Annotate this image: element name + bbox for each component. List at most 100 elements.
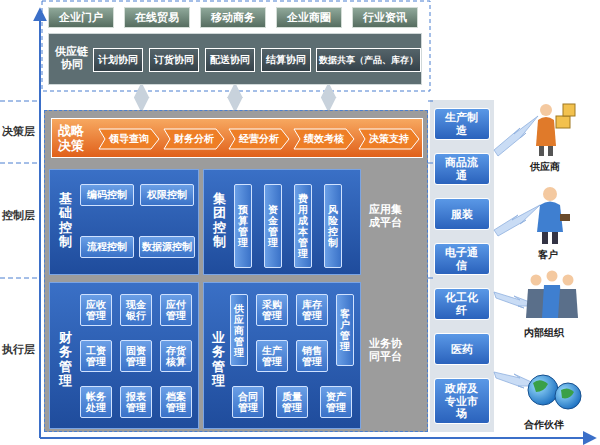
module-panel: 业务管理供应商管理采购管理库存管理客户管理生产管理销售管理合同管理质量管理资产管… [203,282,361,429]
party-label: 供应商 [530,160,560,174]
function-box: 资产管理 [320,386,352,418]
node-label: 配送协同 [210,54,250,67]
party-label: 内部组织 [524,326,564,340]
node-label: 供应商管理 [234,303,244,358]
process-box: 数据共享（产品、库存） [316,48,421,72]
function-box: 合同管理 [232,386,264,418]
column-ground [430,100,494,432]
double-arrow [233,87,237,108]
node-label: 费用成本管理 [298,193,308,259]
top-button: 企业商圈 [276,7,342,28]
chevron-step: 决策支持 [358,128,420,150]
node-label: 客户管理 [340,308,350,352]
frame [42,1,430,91]
function-box: 客户管理 [336,294,354,366]
node-label: 权限控制 [147,188,187,202]
node-label: 质量管理 [282,391,303,414]
node-label: 结算协同 [266,54,306,67]
platform-panel: 应用集成平台业务协同平台战略决策领导查询财务分析经营分析绩效考核决策支持基础控制… [44,110,428,432]
node-label: 服装 [441,208,484,221]
chevron-step: 领导查询 [98,128,160,150]
node-label: 应用集成平台 [369,203,403,229]
function-box: 预算管理 [234,184,252,268]
function-box: 权限控制 [140,184,194,206]
node-label: 移动商务 [211,10,255,25]
function-box: 采购管理 [256,294,288,326]
node-label: 帐务处理 [86,391,107,414]
node-label: 应收管理 [86,299,107,322]
industry-box: 商品流通 [434,153,490,185]
node-label: 采购管理 [262,299,283,322]
module-panel: 财务管理应收管理现金银行应付管理工资管理固资管理存货核算帐务处理报表管理档案管理 [49,282,199,429]
node-label: 政府及专业市场 [441,382,484,420]
industry-box: 电子通信 [434,243,490,275]
node-label: 订货协同 [154,54,194,67]
node-label: 计划协同 [98,54,138,67]
node-label: 财务分析 [174,132,214,146]
chevron-step: 绩效考核 [293,128,355,150]
top-button: 企业门户 [48,7,114,28]
function-box: 编码控制 [80,184,134,206]
node-label: 领导查询 [109,132,149,146]
process-box: 计划协同 [93,48,143,72]
industry-box: 化工化纤 [434,288,490,320]
node-label: 供应链协同 [55,45,89,71]
node-label: 化工化纤 [441,291,484,316]
function-box: 数据源控制 [139,236,195,258]
node-label: 风险控制 [328,204,338,248]
node-label: 财务管理 [59,331,72,388]
node-label: 现金银行 [126,299,147,322]
function-box: 生产管理 [256,340,288,372]
node-label: 生产制造 [441,111,484,136]
function-box: 工资管理 [80,340,112,372]
node-label: 销售管理 [302,345,323,368]
layer-label: 执行层 [2,342,35,357]
process-box: 结算协同 [261,48,311,72]
top-button: 行业资讯 [352,7,418,28]
node-label: 存货核算 [166,345,187,368]
function-box: 库存管理 [296,294,328,326]
node-label: 固资管理 [126,345,147,368]
supplier-icon [536,104,575,156]
industry-box: 生产制造 [434,108,490,140]
node-label: 集团控制 [213,192,226,249]
decision-band: 战略决策领导查询财务分析经营分析绩效考核决策支持 [51,118,423,158]
node-label: 预算管理 [238,204,248,248]
node-label: 经营分析 [239,132,279,146]
module-panel: 集团控制 预算管理 资金管理 费用成本管理 风险控制 [203,169,361,275]
function-box: 现金银行 [120,294,152,326]
node-label: 工资管理 [86,345,107,368]
node-label: 资产管理 [326,391,347,414]
node-label: 档案管理 [166,391,187,414]
function-box: 质量管理 [276,386,308,418]
group-box: 供应链协同计划协同 订货协同 配送协同 结算协同数据共享（产品、库存） [48,33,422,85]
process-box: 订货协同 [149,48,199,72]
node-label: 编码控制 [87,188,127,202]
function-box: 报表管理 [120,386,152,418]
double-arrow [140,87,144,108]
industry-box: 服装 [434,198,490,230]
function-box: 帐务处理 [80,386,112,418]
top-button: 移动商务 [200,7,266,28]
axis [39,10,41,438]
node-label: 决策支持 [369,132,409,146]
function-box: 固资管理 [120,340,152,372]
node-label: 报表管理 [126,391,147,414]
layer-label: 决策层 [2,124,35,139]
node-label: 数据共享（产品、库存） [319,54,418,67]
double-arrow [327,87,331,108]
function-box: 应收管理 [80,294,112,326]
node-label: 电子通信 [441,246,484,271]
industry-box: 医药 [434,333,490,365]
function-box: 资金管理 [264,184,282,268]
function-box: 档案管理 [160,386,192,418]
node-label: 医药 [441,343,484,356]
module-panel: 基础控制 编码控制 权限控制流程控制数据源控制 [49,169,199,275]
function-box: 流程控制 [80,236,134,258]
node-label: 基础控制 [59,192,72,249]
customer-icon [537,187,570,244]
node-label-2: 业务协同平台 [369,337,403,363]
node-label: 商品流通 [441,156,484,181]
party-label: 合作伙伴 [524,418,564,432]
process-box: 配送协同 [205,48,255,72]
